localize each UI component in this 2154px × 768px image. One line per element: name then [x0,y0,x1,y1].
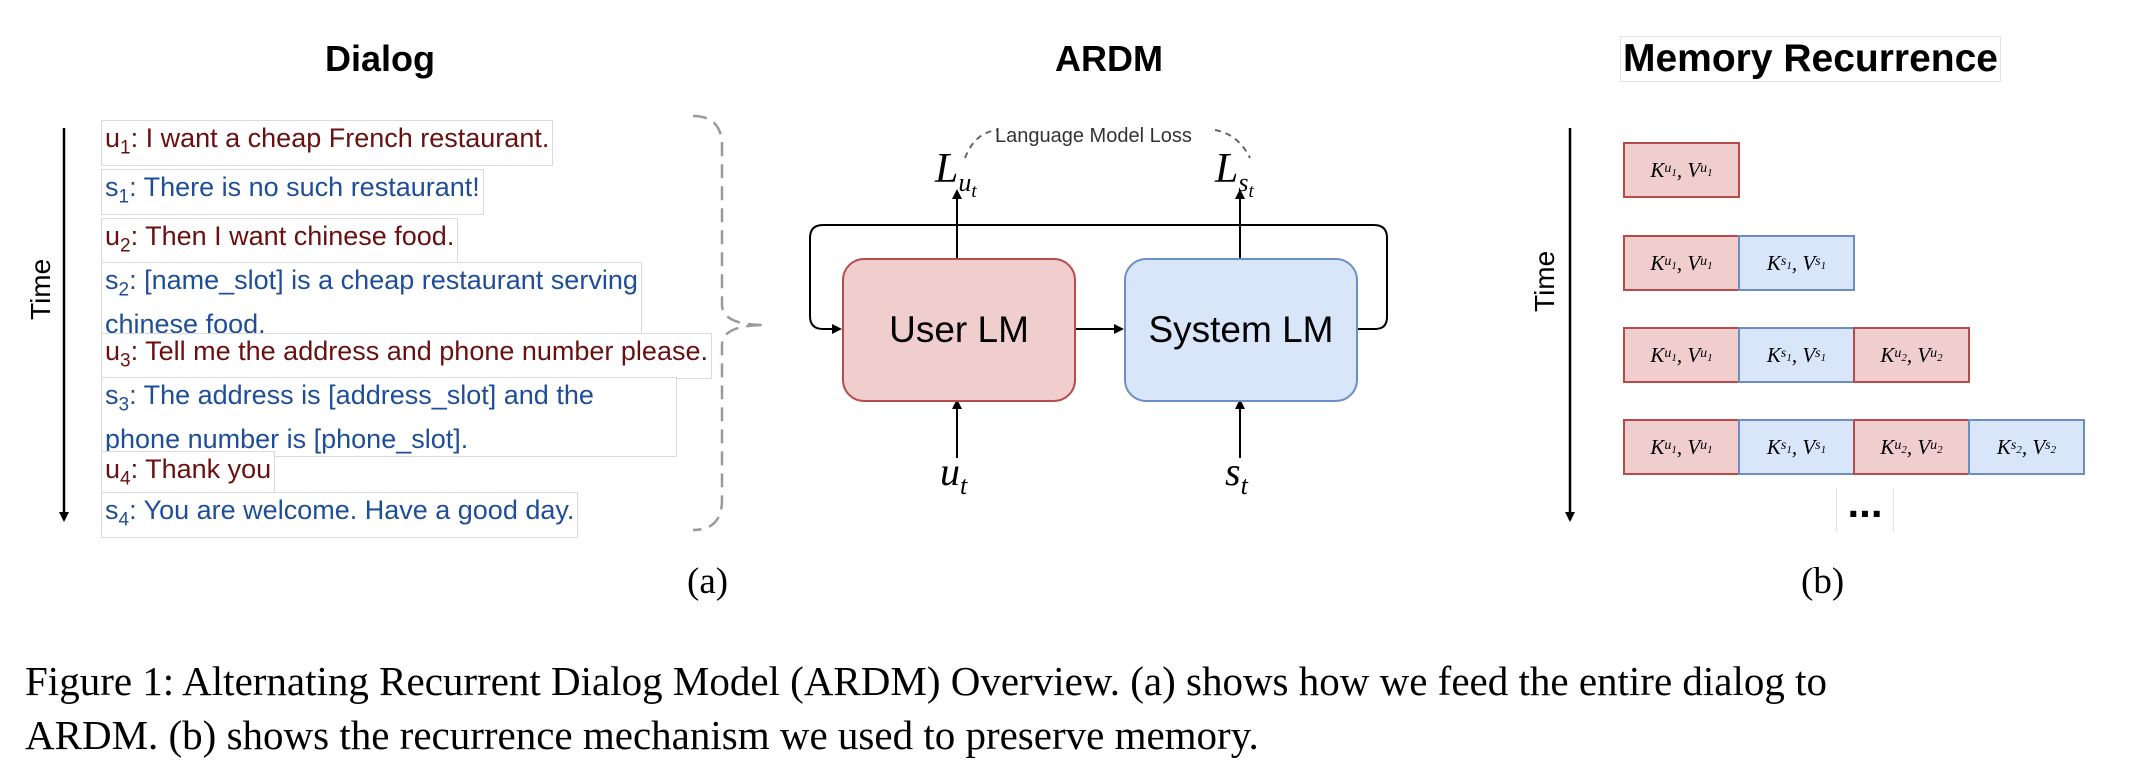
label-b: (b) [1801,561,1845,602]
speaker-tag: u2 [105,221,131,257]
utterance-text: : The address is [address_slot] and the … [105,380,594,455]
speaker-tag: u1 [105,123,131,159]
speaker-tag: u4 [105,454,131,490]
loss-arc-left [964,129,999,159]
recurrence-loop [809,224,1388,334]
loss-system: Lst [1215,146,1254,203]
utterance-text: : Thank you [130,454,272,484]
utterance-text: : There is no such restaurant! [129,172,480,202]
speaker-tag: s2 [105,265,130,301]
utterance-text: : I want a cheap French restaurant. [130,123,550,153]
label-a: (a) [687,561,729,602]
dialog-utterance: u4: Thank you [101,451,276,498]
caption-line-2: ARDM. (b) shows the recurrence mechanism… [25,712,1259,758]
dialog-utterance: u1: I want a cheap French restaurant. [101,120,554,167]
memory-title: Memory Recurrence [1620,36,2001,82]
loss-user: Lut [935,146,977,203]
system-lm-box: System LM [1124,258,1358,402]
dialog-utterance: u3: Tell me the address and phone number… [101,333,712,380]
dialog-title: Dialog [325,38,436,79]
utterance-text: : Then I want chinese food. [130,221,455,251]
speaker-tag: s4 [105,495,130,531]
dialog-utterance: s2: [name_slot] is a cheap restaurant se… [101,262,642,343]
input-system: st [1225,449,1248,500]
caption-line-1: Figure 1: Alternating Recurrent Dialog M… [25,658,1828,704]
utterance-text: : You are welcome. Have a good day. [129,495,575,525]
user-lm-box: User LM [842,258,1076,402]
utterance-text: : [name_slot] is a cheap restaurant serv… [105,265,638,340]
utterance-text: : Tell me the address and phone number p… [130,336,708,366]
user-lm-label: User LM [889,309,1029,350]
input-user: ut [940,449,968,500]
dialog-utterance: s3: The address is [address_slot] and th… [101,377,677,458]
dialog-utterance: s4: You are welcome. Have a good day. [101,492,579,539]
time-label-right: Time [1529,250,1560,312]
system-lm-label: System LM [1148,309,1334,350]
dialog-utterance: s1: There is no such restaurant! [101,169,484,216]
speaker-tag: s3 [105,380,130,416]
speaker-tag: u3 [105,336,131,372]
memory-ellipsis: ... [1836,482,1894,532]
language-model-loss-label: Language Model Loss [995,125,1192,147]
dialog-utterance: u2: Then I want chinese food. [101,218,459,265]
ardm-title: ARDM [1055,38,1163,79]
time-label-left: Time [25,258,56,320]
dialog-brace [692,114,766,532]
speaker-tag: s1 [105,172,130,208]
loss-arc-right [1214,129,1251,159]
